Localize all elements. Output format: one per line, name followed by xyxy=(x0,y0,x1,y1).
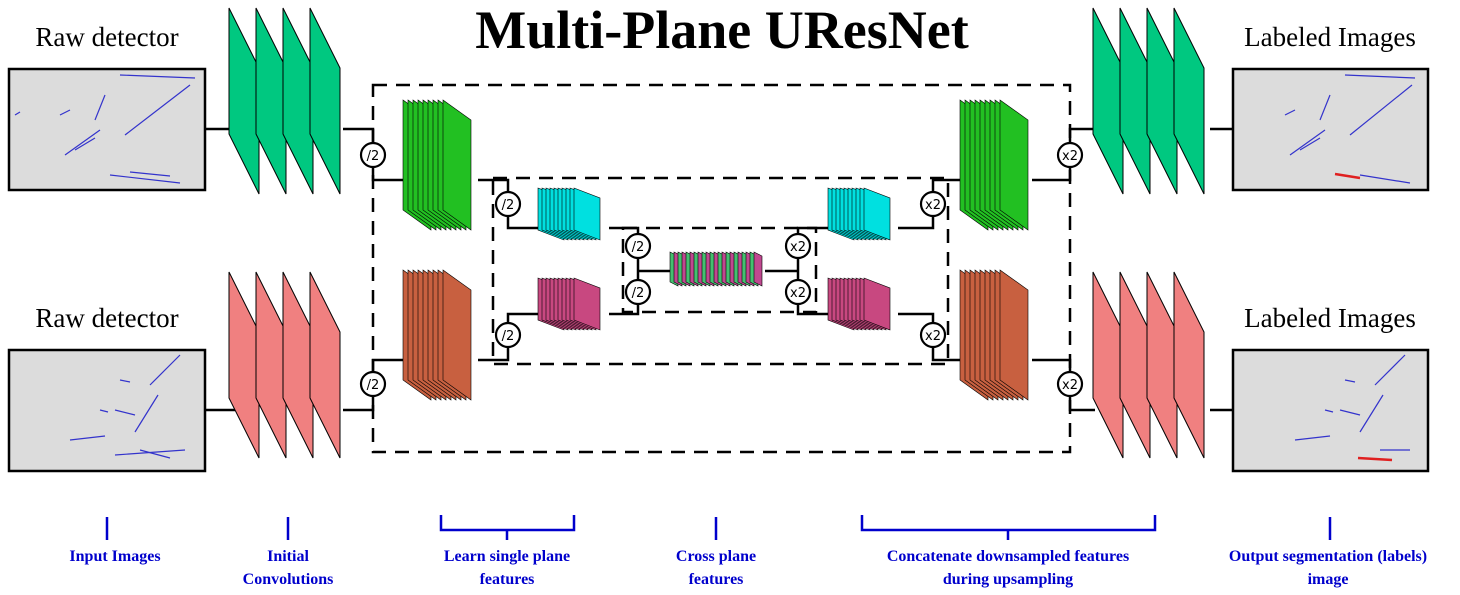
feature-map-layer xyxy=(282,271,314,459)
input-panel-top xyxy=(7,67,207,192)
conv-stack-bottom xyxy=(228,271,341,459)
l1-stack-bottom-up xyxy=(959,269,1029,401)
feature-map-layer xyxy=(282,7,314,195)
feature-map-layer xyxy=(309,7,341,195)
upsample-op-label: x2 xyxy=(925,329,941,344)
upsample-op: x2 xyxy=(1056,141,1084,169)
feature-map-layer xyxy=(1173,271,1205,459)
l2-stack-bottom xyxy=(537,277,601,331)
caption-brackets xyxy=(105,515,1332,540)
downsample-op: /2 xyxy=(494,190,522,218)
downsample-op: /2 xyxy=(359,370,387,398)
upsample-op: x2 xyxy=(919,321,947,349)
upsample-op-label: x2 xyxy=(790,286,806,301)
feature-map-layer xyxy=(1119,271,1151,459)
l2-stack-top-up xyxy=(827,187,891,241)
l1-stack-top-up xyxy=(959,99,1029,231)
feature-map-layer xyxy=(442,99,472,231)
input-label-top: Raw detector xyxy=(35,22,178,52)
feature-map-layer xyxy=(442,269,472,401)
feature-map-layer xyxy=(999,99,1029,231)
caption-single-line1: Learn single plane xyxy=(444,548,570,565)
output-label-bottom: Labeled Images xyxy=(1244,303,1416,333)
feature-map-layer xyxy=(228,271,260,459)
output-panel-bottom xyxy=(1231,348,1430,473)
downsample-op-label: /2 xyxy=(367,378,380,393)
l1-stack-top xyxy=(402,99,472,231)
feature-map-layer xyxy=(863,187,891,241)
upsample-op: x2 xyxy=(784,278,812,306)
feature-map-layer xyxy=(1092,271,1124,459)
l2-stack-bottom-up xyxy=(827,277,891,331)
l1-stack-bottom xyxy=(402,269,472,401)
dashed-boxes xyxy=(371,83,1072,454)
downsample-op: /2 xyxy=(359,141,387,169)
downsample-op-label: /2 xyxy=(632,286,645,301)
feature-map-layer xyxy=(1146,271,1178,459)
upsample-op-label: x2 xyxy=(790,240,806,255)
caption-cross-line2: features xyxy=(689,571,744,588)
cross-stack xyxy=(669,251,763,287)
caption-cross-line1: Cross plane xyxy=(676,548,756,565)
conv-stack-top xyxy=(228,7,341,195)
out-stack-top xyxy=(1092,7,1205,195)
output-panel-top xyxy=(1231,67,1430,192)
caption-output-line2: image xyxy=(1308,571,1349,588)
caption-concat-line1: Concatenate downsampled features xyxy=(887,548,1129,565)
bracket-single xyxy=(439,515,576,540)
sampling-operators: /2/2/2/2/2/2 x2 x2 x2 x2 x2 x2 xyxy=(359,141,1084,398)
page-title: Multi-Plane UResNet xyxy=(475,0,968,60)
caption-concat-line2: during upsampling xyxy=(943,571,1073,588)
inner-dashed-box xyxy=(621,226,818,314)
downsample-op-label: /2 xyxy=(502,329,515,344)
feature-map-layer xyxy=(1173,7,1205,195)
l2-stack-top xyxy=(537,187,601,241)
caption-single-line2: features xyxy=(480,571,535,588)
feature-map-layer xyxy=(1092,7,1124,195)
bracket-concat xyxy=(860,515,1157,540)
conn-l2-cross xyxy=(609,226,670,316)
downsample-op: /2 xyxy=(494,321,522,349)
upsample-op: x2 xyxy=(784,232,812,260)
caption-conv-line2: Convolutions xyxy=(243,571,334,588)
downsample-op: /2 xyxy=(624,278,652,306)
caption-conv-line1: Initial xyxy=(267,548,309,565)
feature-map-layer xyxy=(228,7,260,195)
feature-map-layer xyxy=(255,271,287,459)
upsample-op-label: x2 xyxy=(1062,378,1078,393)
upsample-op: x2 xyxy=(1056,370,1084,398)
feature-map-layer xyxy=(309,271,341,459)
feature-map-layer xyxy=(753,251,763,287)
out-stack-bottom xyxy=(1092,271,1205,459)
downsample-op: /2 xyxy=(624,232,652,260)
feature-map-layer xyxy=(1119,7,1151,195)
feature-map-layer xyxy=(255,7,287,195)
caption-output-line1: Output segmentation (labels) xyxy=(1229,548,1427,565)
caption-input-line1: Input Images xyxy=(69,548,160,565)
feature-map-layer xyxy=(573,187,601,241)
downsample-op-label: /2 xyxy=(367,149,380,164)
input-label-bottom: Raw detector xyxy=(35,303,178,333)
feature-map-layer xyxy=(573,277,601,331)
outer-dashed-box xyxy=(371,83,1072,454)
input-panel-bottom xyxy=(7,348,207,473)
feature-stacks xyxy=(228,7,1205,459)
upsample-op: x2 xyxy=(919,190,947,218)
upsample-op-label: x2 xyxy=(925,198,941,213)
feature-map-layer xyxy=(863,277,891,331)
downsample-op-label: /2 xyxy=(502,198,515,213)
upsample-op-label: x2 xyxy=(1062,149,1078,164)
output-label-top: Labeled Images xyxy=(1244,22,1416,52)
feature-map-layer xyxy=(999,269,1029,401)
downsample-op-label: /2 xyxy=(632,240,645,255)
feature-map-layer xyxy=(1146,7,1178,195)
